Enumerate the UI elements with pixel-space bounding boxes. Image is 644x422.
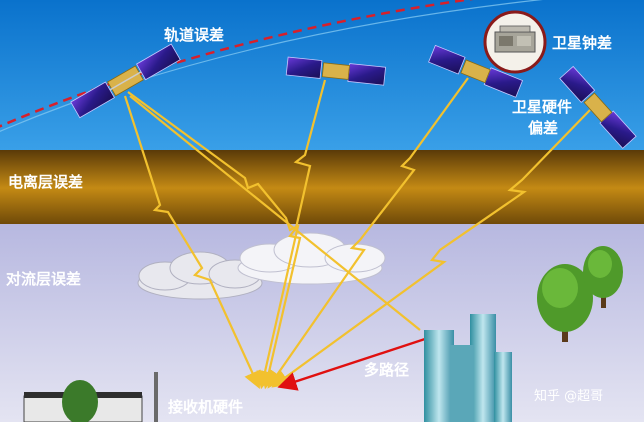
label-multipath: 多路径 — [364, 361, 409, 379]
receiver-building — [23, 372, 158, 422]
multipath-arrow — [277, 336, 429, 391]
label-receiver-hardware: 接收机硬件 — [168, 398, 243, 416]
satellite-2 — [285, 56, 387, 86]
label-satellite-hardware-line1: 卫星硬件 — [512, 98, 572, 116]
label-satellite-hardware-line2: 偏差 — [528, 119, 558, 137]
signal-path-4 — [267, 77, 469, 389]
signal-path-to-building — [129, 95, 421, 331]
orbit-line — [0, 0, 544, 132]
label-ionosphere-error: 电离层误差 — [8, 173, 83, 191]
label-troposphere-error: 对流层误差 — [6, 270, 81, 288]
tree-large — [537, 264, 593, 342]
ionosphere-band — [0, 150, 644, 226]
cloud-left — [137, 251, 263, 300]
signal-path-5 — [271, 109, 591, 388]
watermark: 知乎 @超哥 — [534, 388, 603, 404]
tree-small — [583, 246, 623, 308]
signal-path-3 — [260, 79, 327, 390]
signal-path-1 — [123, 95, 261, 390]
satellite-1 — [70, 43, 181, 119]
satellite-4 — [559, 65, 637, 149]
satellite-3 — [428, 44, 524, 98]
label-satellite-clock: 卫星钟差 — [552, 34, 612, 52]
orbit-error-dashed-line — [0, 0, 474, 128]
skyscrapers — [424, 314, 512, 422]
signal-paths — [123, 77, 591, 390]
atomic-clock-icon — [483, 10, 547, 74]
label-orbit-error: 轨道误差 — [164, 26, 224, 44]
